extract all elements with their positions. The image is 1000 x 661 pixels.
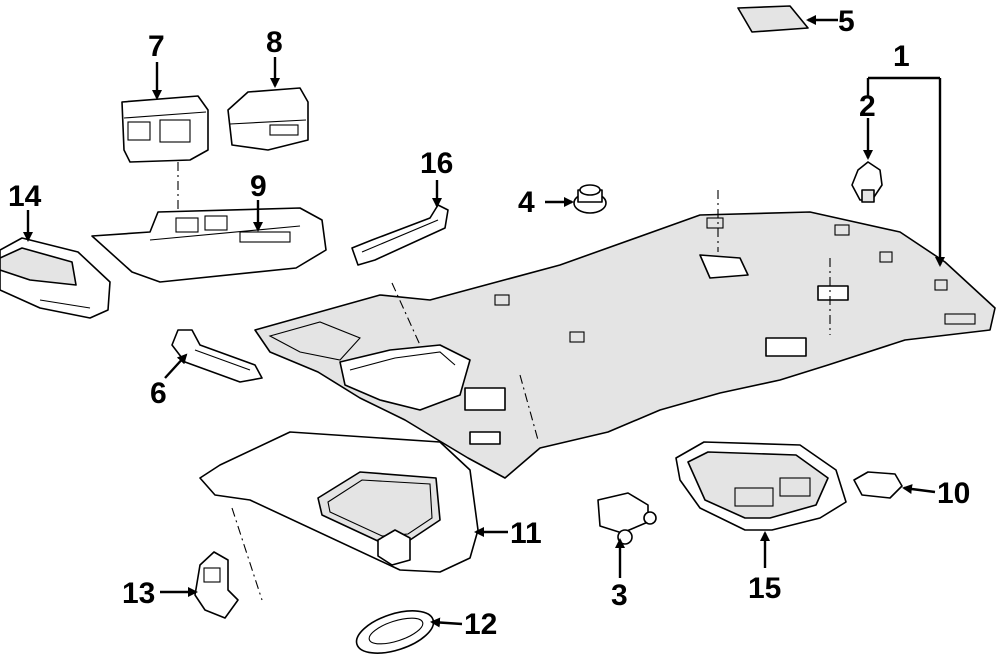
callout-14: 14 <box>8 180 42 213</box>
relay-part <box>227 87 309 151</box>
callout-5: 5 <box>838 5 855 38</box>
pad-part <box>737 5 809 33</box>
cap-part <box>853 471 903 499</box>
callout-1: 1 <box>893 40 910 73</box>
callout-2: 2 <box>859 90 876 123</box>
callout-6: 6 <box>150 377 167 410</box>
callout-12: 12 <box>464 608 497 641</box>
dome-lamp-part <box>0 237 111 319</box>
callout-9: 9 <box>250 170 267 203</box>
clip-part <box>851 161 883 203</box>
holder-part <box>194 551 239 619</box>
switch-part <box>121 95 209 212</box>
callout-16: 16 <box>420 147 453 180</box>
connector-part <box>597 492 657 545</box>
callout-10: 10 <box>937 477 970 510</box>
sun-visor-part <box>199 431 479 601</box>
console-lamp-part <box>675 441 847 531</box>
grab-handle-part <box>351 204 449 266</box>
cover-part <box>355 610 435 654</box>
leader-lines <box>23 15 945 628</box>
callout-4: 4 <box>518 186 535 219</box>
console-bracket-part <box>91 207 327 283</box>
grommet-part <box>573 184 607 214</box>
callout-7: 7 <box>148 30 165 63</box>
headliner-part <box>254 190 996 479</box>
callout-11: 11 <box>510 517 542 550</box>
callout-13: 13 <box>122 577 155 610</box>
callout-3: 3 <box>611 579 628 612</box>
callout-8: 8 <box>266 26 283 59</box>
bracket-part <box>171 329 263 383</box>
callout-15: 15 <box>748 572 781 605</box>
